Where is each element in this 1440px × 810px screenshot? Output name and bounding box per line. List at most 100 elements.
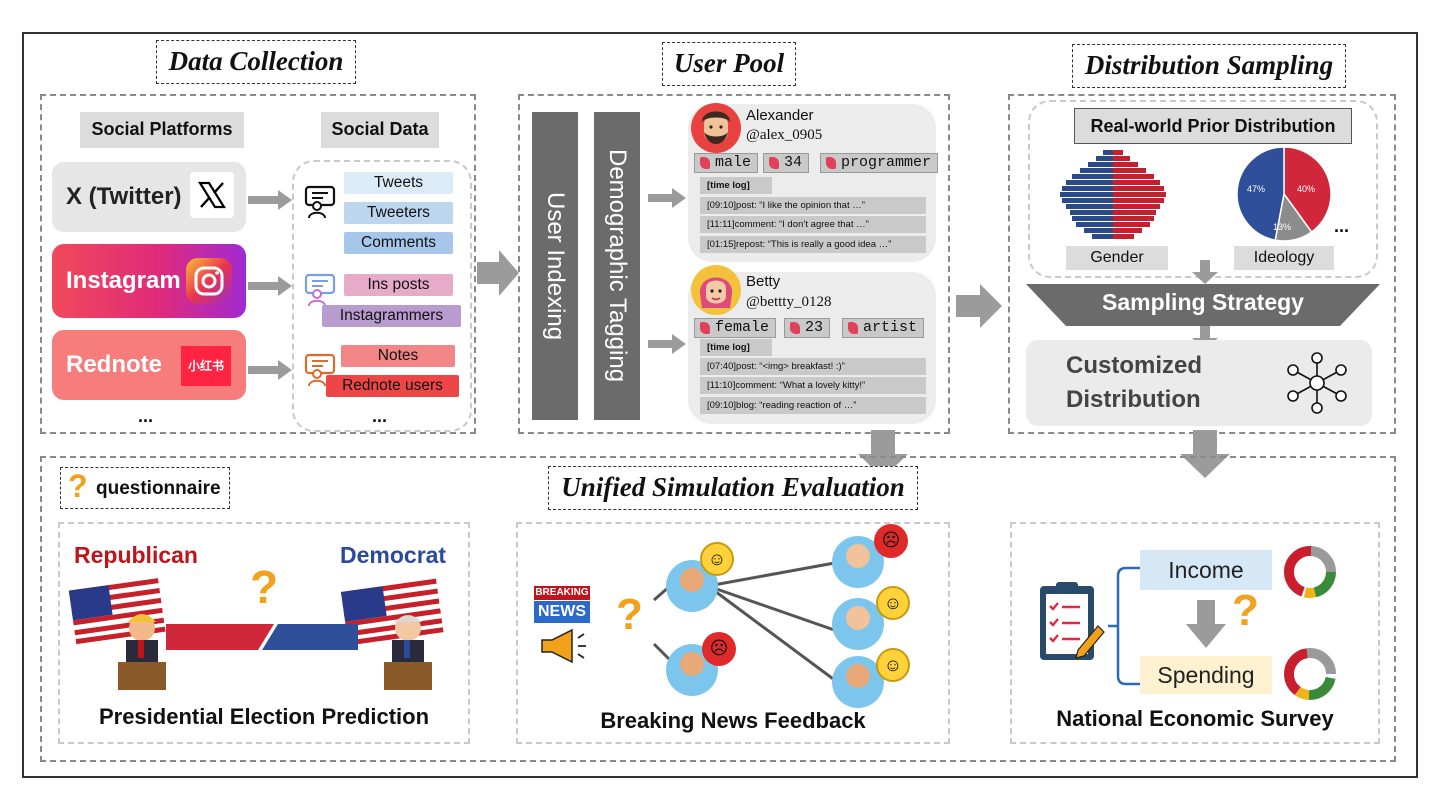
happy-emoji-icon: ☺ <box>700 542 734 576</box>
time-log-entry: [07:40]post: “<img> breakfast! :)” <box>700 358 926 375</box>
prior-distribution-header: Real-world Prior Distribution <box>1074 108 1352 144</box>
avatar <box>691 103 741 153</box>
time-log-entry: [11:11]comment: “I don’t agree that …” <box>700 216 926 233</box>
election-panel <box>58 522 470 744</box>
data-item-tweets: Tweets <box>344 172 453 194</box>
platforms-ellipsis: ... <box>138 406 154 426</box>
data-collection-panel <box>40 94 476 434</box>
arrow-sampling-to-evaluation <box>1180 430 1230 478</box>
arrow-income-to-spending <box>1186 600 1226 648</box>
pie-slice-label: 13% <box>1273 222 1291 232</box>
platform-twitter-label: X (Twitter) <box>66 183 182 210</box>
gender-pyramid-icon <box>1060 150 1166 239</box>
figure-frame <box>22 32 1418 778</box>
time-log-entry: [01:15]repost: “This is really a good id… <box>700 236 926 253</box>
democrat-label: Democrat <box>340 542 447 568</box>
pie-slice-label: 40% <box>1297 184 1315 194</box>
arrow-to-user-card <box>648 334 686 354</box>
chat-users-icon <box>304 185 336 219</box>
data-item-rednote-users: Rednote users <box>326 375 459 397</box>
ideology-pie-chart: 40% 13% 47% <box>1236 146 1332 242</box>
clipboard-checklist-icon <box>1040 582 1105 660</box>
social-data-container <box>292 160 472 432</box>
arrow-rednote-to-data <box>248 360 292 380</box>
arrow-down-small <box>1192 260 1218 284</box>
sampling-strategy-label: Sampling Strategy <box>1102 289 1304 315</box>
megaphone-icon <box>541 628 586 664</box>
evaluation-panel <box>40 456 1396 762</box>
user-indexing-bar: User Indexing <box>532 112 578 420</box>
demographic-tagging-bar: Demographic Tagging <box>594 112 640 420</box>
instagram-logo-icon <box>186 258 232 304</box>
network-people-icon <box>1287 352 1347 414</box>
customized-label: Customized <box>1066 352 1203 379</box>
question-mark-icon: ? <box>616 590 643 639</box>
news-label: NEWS <box>534 601 590 623</box>
user-indexing-label: User Indexing <box>542 191 569 341</box>
tag-age: 23 <box>784 318 831 338</box>
arrow-twitter-to-data <box>248 190 292 210</box>
democrat-candidate-icon <box>340 578 444 690</box>
social-platforms-header: Social Platforms <box>80 112 244 148</box>
spending-donut-chart <box>1284 648 1336 700</box>
arrow-pool-to-sampling <box>956 284 1002 328</box>
data-item-notes: Notes <box>341 345 455 367</box>
arrow-collection-to-pool <box>477 250 519 296</box>
data-ellipsis: ... <box>372 406 388 426</box>
republican-label: Republican <box>74 542 198 568</box>
chat-users-icon <box>304 273 336 307</box>
social-data-header: Social Data <box>321 112 439 148</box>
news-caption: Breaking News Feedback <box>600 708 866 733</box>
question-mark-icon: ? <box>68 468 88 504</box>
spending-label: Spending <box>1140 656 1272 694</box>
survey-bracket <box>1108 566 1148 686</box>
rednote-logo-icon: 小红书 <box>181 346 231 386</box>
time-log-header: [time log] <box>700 339 772 356</box>
breaking-label: BREAKING <box>534 586 590 600</box>
avatar <box>691 265 741 315</box>
breaking-news-panel <box>516 522 950 744</box>
data-item-ins-posts: Ins posts <box>344 274 453 296</box>
ideology-label: Ideology <box>1234 246 1334 270</box>
data-item-tweeters: Tweeters <box>344 202 453 224</box>
survey-caption: National Economic Survey <box>1056 706 1334 731</box>
republican-candidate-icon <box>68 578 166 690</box>
sampling-strategy-shape <box>1026 284 1380 326</box>
tag-occupation: programmer <box>820 153 939 173</box>
user-pool-panel <box>518 94 950 434</box>
tag-gender: female <box>694 318 777 338</box>
pie-slice <box>1236 146 1285 242</box>
tag-age: 34 <box>763 153 810 173</box>
avatar-face <box>846 664 870 688</box>
happy-emoji-icon: ☺ <box>876 586 910 620</box>
user-pool-title: User Pool <box>662 42 796 86</box>
election-caption: Presidential Election Prediction <box>98 704 430 729</box>
income-label: Income <box>1140 550 1272 590</box>
tag-gender: male <box>694 153 759 173</box>
chat-users-icon <box>304 353 336 387</box>
question-mark-icon: ? <box>1232 586 1259 635</box>
avatar-face <box>846 606 870 630</box>
news-feedback-network <box>652 560 841 686</box>
distribution-sampling-title: Distribution Sampling <box>1072 44 1346 88</box>
income-donut-chart <box>1284 546 1336 598</box>
platform-rednote: Rednote <box>52 330 246 400</box>
x-logo-icon <box>190 172 234 218</box>
angry-emoji-icon: ☹ <box>874 524 908 558</box>
avatar-face <box>680 652 704 676</box>
data-item-comments: Comments <box>344 232 453 254</box>
avatar-face <box>680 568 704 592</box>
time-log-entry: [09:10]post: “I like the opinion that …” <box>700 197 926 214</box>
tag-occupation: artist <box>842 318 925 338</box>
questionnaire-badge <box>60 467 230 509</box>
questionnaire-label: questionnaire <box>96 478 221 499</box>
angry-emoji-icon: ☹ <box>702 632 736 666</box>
user-handle: @alex_0905 <box>746 127 823 143</box>
arrow-instagram-to-data <box>248 276 292 296</box>
pie-slice-label: 47% <box>1247 184 1265 194</box>
avatar-face <box>846 544 870 568</box>
data-item-instagrammers: Instagrammers <box>322 305 461 327</box>
arrow-to-user-card <box>648 188 686 208</box>
time-log-entry: [11:10]comment: “What a lovely kitty!” <box>700 377 926 394</box>
happy-emoji-icon: ☺ <box>876 648 910 682</box>
